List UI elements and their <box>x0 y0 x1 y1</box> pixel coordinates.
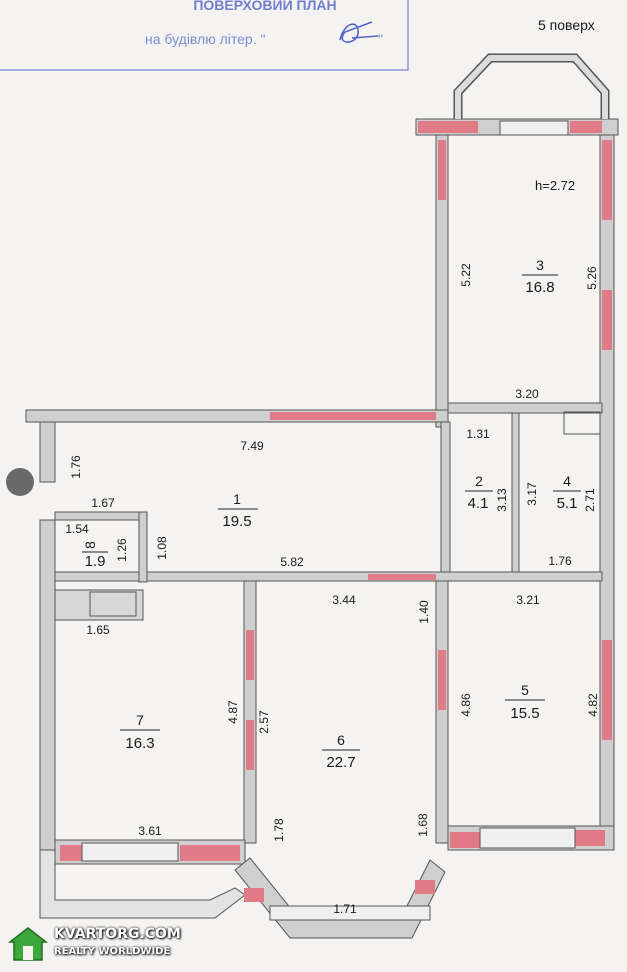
room-6-number: 6 <box>337 732 345 748</box>
dim-5-26: 5.26 <box>585 266 599 290</box>
room-3-area: 16.8 <box>525 279 554 296</box>
stamp-title: ПОВЕРХОВИЙ ПЛАН <box>193 0 336 13</box>
balcony-left <box>39 849 246 919</box>
dim-4-82: 4.82 <box>586 693 600 717</box>
wall-between-6-5 <box>435 580 449 844</box>
watermark-tagline: REALTY WORLDWIDE <box>54 946 171 957</box>
dim-5-22: 5.22 <box>459 263 473 287</box>
wall-accents <box>60 121 612 902</box>
dim-5-82: 5.82 <box>280 555 304 569</box>
room-4-number: 4 <box>563 473 571 489</box>
dim-1-76b: 1.76 <box>548 554 572 568</box>
dim-1-71: 1.71 <box>333 902 357 916</box>
room-8-number: 8 <box>82 541 98 549</box>
watermark-brand: KVARTORG.COM <box>54 926 181 942</box>
wall-mid-horizontal <box>54 571 603 582</box>
floor-label: 5 поверх <box>538 17 595 33</box>
signature <box>339 21 379 43</box>
stamp-subtitle: на будівлю літер. " <box>145 31 265 47</box>
shaft-box <box>89 591 137 617</box>
wall-room8-right <box>138 511 148 583</box>
dim-3-13: 3.13 <box>495 488 509 512</box>
stamp: ПОВЕРХОВИЙ ПЛАН на будівлю літер. " " <box>0 0 409 71</box>
wall-under-room3 <box>447 402 603 414</box>
room-7-number: 7 <box>136 712 144 728</box>
stamp-subtitle-end: " <box>378 31 383 47</box>
dim-1-68: 1.68 <box>416 813 430 837</box>
wall-room1-right <box>440 421 451 581</box>
room-1-number: 1 <box>233 491 241 507</box>
house-icon <box>8 927 48 961</box>
room-5-number: 5 <box>521 682 529 698</box>
wall-between-2-4 <box>511 412 520 576</box>
dim-4-87: 4.87 <box>226 700 240 724</box>
stair-marker <box>6 468 34 496</box>
dim-3-17: 3.17 <box>525 482 539 506</box>
dim-1-76: 1.76 <box>69 455 83 479</box>
dim-1-78: 1.78 <box>272 818 286 842</box>
wall-room8-top <box>54 511 148 521</box>
dim-3-21: 3.21 <box>516 593 540 607</box>
wall-shaft <box>54 589 144 621</box>
dim-1-31: 1.31 <box>466 427 490 441</box>
room-8-area: 1.9 <box>85 553 106 570</box>
room-2-number: 2 <box>475 473 483 489</box>
dim-1-40: 1.40 <box>417 600 431 624</box>
dim-2-71: 2.71 <box>583 488 597 512</box>
dim-1-08: 1.08 <box>155 536 169 560</box>
dim-1-54: 1.54 <box>65 522 89 536</box>
room-3-number: 3 <box>536 257 544 273</box>
room-5-area: 15.5 <box>510 705 539 722</box>
wall-between-7-6 <box>243 580 257 844</box>
dim-2-57: 2.57 <box>257 710 271 734</box>
room-1-area: 19.5 <box>222 513 251 530</box>
wall-left-lower <box>39 519 56 851</box>
room-6-area: 22.7 <box>326 754 355 771</box>
ceiling-height: h=2.72 <box>535 178 575 193</box>
vent-box <box>563 411 601 435</box>
dim-1-26: 1.26 <box>115 538 129 562</box>
dimension-labels: 5.22 5.26 3.20 1.31 3.13 3.17 2.71 1.76 … <box>65 263 600 916</box>
dim-1-65: 1.65 <box>86 623 110 637</box>
windows <box>81 120 576 921</box>
room-7-area: 16.3 <box>125 735 154 752</box>
dim-3-44: 3.44 <box>332 593 356 607</box>
dim-3-61: 3.61 <box>138 824 162 838</box>
wall-left-upper <box>39 421 56 483</box>
dim-3-20: 3.20 <box>515 387 539 401</box>
room-labels: 3 16.8 1 19.5 2 4.1 4 5.1 5 15.5 6 22.7 … <box>82 257 581 771</box>
watermark: KVARTORG.COM REALTY WORLDWIDE <box>8 924 208 964</box>
dim-4-86: 4.86 <box>459 693 473 717</box>
room-4-area: 5.1 <box>557 495 578 512</box>
dim-7-49: 7.49 <box>240 439 264 453</box>
dim-1-67: 1.67 <box>91 496 115 510</box>
room-2-area: 4.1 <box>468 495 489 512</box>
